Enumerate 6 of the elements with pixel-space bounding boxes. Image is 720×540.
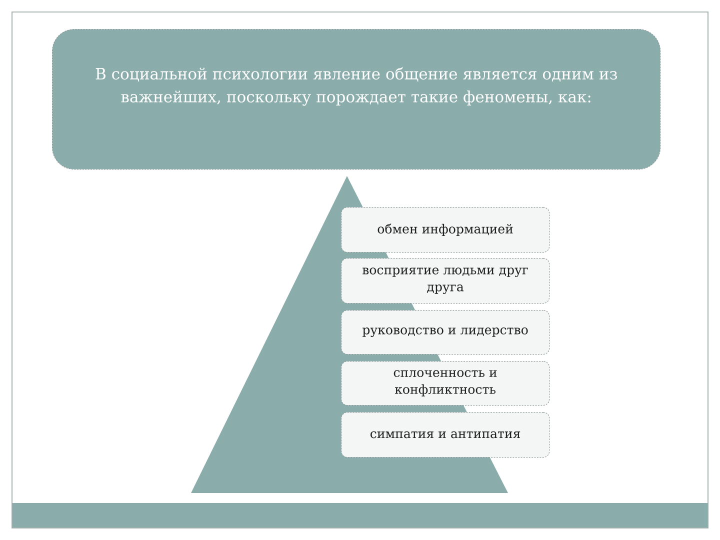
item-box: сплоченность и конфликтность [341, 361, 550, 406]
heading-box: В социальной психологии явление общение является одним из важнейших, поскольку порождает такие феномены, как: [52, 29, 661, 170]
item-box: руководство и лидерство [341, 310, 550, 355]
item-box: симпатия и антипатия [341, 412, 550, 458]
item-box: восприятие людьми друг друга [341, 258, 550, 304]
item-box: обмен информацией [341, 207, 550, 253]
